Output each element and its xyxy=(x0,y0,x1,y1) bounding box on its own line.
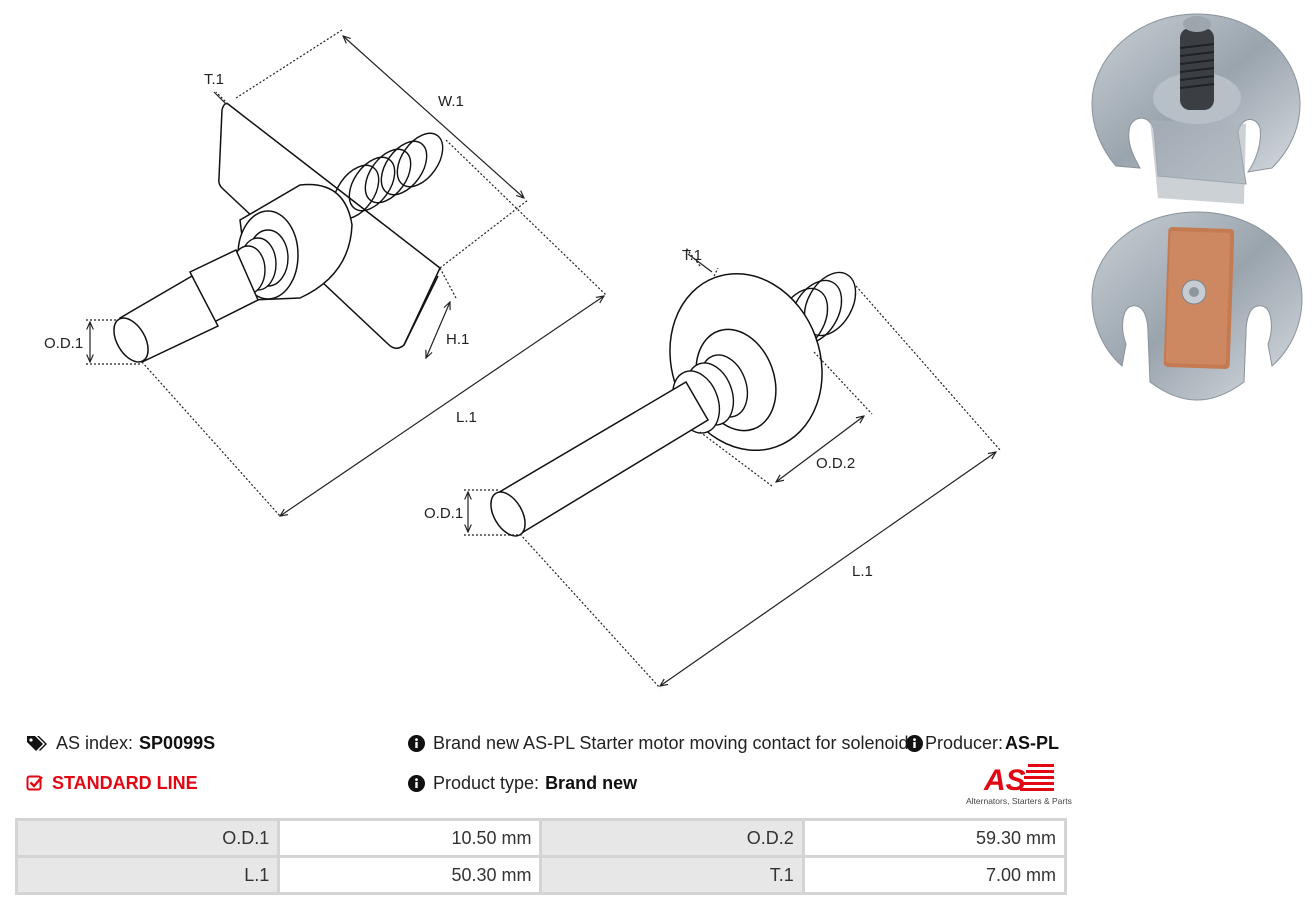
left-t1-label: T.1 xyxy=(204,71,224,88)
info-icon xyxy=(906,734,923,752)
producer-label: Producer: xyxy=(925,733,1004,753)
product-type-value: Brand new xyxy=(545,773,638,793)
tags-icon xyxy=(27,736,47,751)
technical-drawing: T.1 W.1 O.D.1 H.1 L.1 T xyxy=(44,29,1001,689)
as-index-value: SP0099S xyxy=(139,733,216,753)
spec-label: O.D.1 xyxy=(14,818,281,858)
right-l1-label: L.1 xyxy=(852,563,873,580)
right-od1-label: O.D.1 xyxy=(424,505,463,522)
info-icon xyxy=(408,734,425,752)
logo-tagline: Alternators, Starters & Parts xyxy=(966,796,1072,806)
spec-label: L.1 xyxy=(14,855,281,895)
spec-label: T.1 xyxy=(539,855,805,895)
left-part-drawing xyxy=(113,102,444,363)
product-type-row: Product type: Brand new xyxy=(408,772,637,794)
product-type-label: Product type: xyxy=(433,773,540,793)
check-square-icon xyxy=(26,775,43,791)
description-text: Brand new AS-PL Starter motor moving con… xyxy=(433,733,909,753)
description-row: Brand new AS-PL Starter motor moving con… xyxy=(408,732,909,754)
as-index-row: AS index: SP0099S xyxy=(26,732,215,754)
producer-value: AS-PL xyxy=(1005,733,1060,753)
right-od2-label: O.D.2 xyxy=(816,455,855,472)
standard-line-badge: STANDARD LINE xyxy=(26,772,198,794)
spec-value: 59.30 mm xyxy=(801,818,1068,858)
producer-row: Producer: AS-PL xyxy=(906,732,1059,754)
photo-top-view xyxy=(1091,13,1301,204)
spec-value: 10.50 mm xyxy=(277,818,543,858)
standard-line-text: STANDARD LINE xyxy=(52,773,198,793)
svg-text:AS: AS xyxy=(983,764,1026,796)
right-t1-label: T.1 xyxy=(682,247,702,264)
spec-value: 7.00 mm xyxy=(801,855,1068,895)
photo-bottom-view xyxy=(1091,211,1303,401)
specification-table: O.D.1 10.50 mm O.D.2 59.30 mm L.1 50.30 … xyxy=(14,818,1068,895)
table-row: O.D.1 10.50 mm O.D.2 59.30 mm xyxy=(14,818,1068,858)
table-row: L.1 50.30 mm T.1 7.00 mm xyxy=(14,855,1068,895)
left-od1-label: O.D.1 xyxy=(44,335,83,352)
product-photo xyxy=(1091,13,1303,401)
right-part-drawing xyxy=(490,271,857,537)
left-h1-label: H.1 xyxy=(446,331,469,348)
info-icon xyxy=(408,774,425,792)
spec-value: 50.30 mm xyxy=(277,855,543,895)
as-pl-logo: AS Alternators, Starters & Parts xyxy=(962,760,1072,808)
spec-label: O.D.2 xyxy=(539,818,805,858)
left-w1-label: W.1 xyxy=(438,93,464,110)
as-index-label: AS index: xyxy=(56,733,134,753)
as-logo-mark: AS xyxy=(983,764,1054,797)
left-l1-label: L.1 xyxy=(456,409,477,426)
